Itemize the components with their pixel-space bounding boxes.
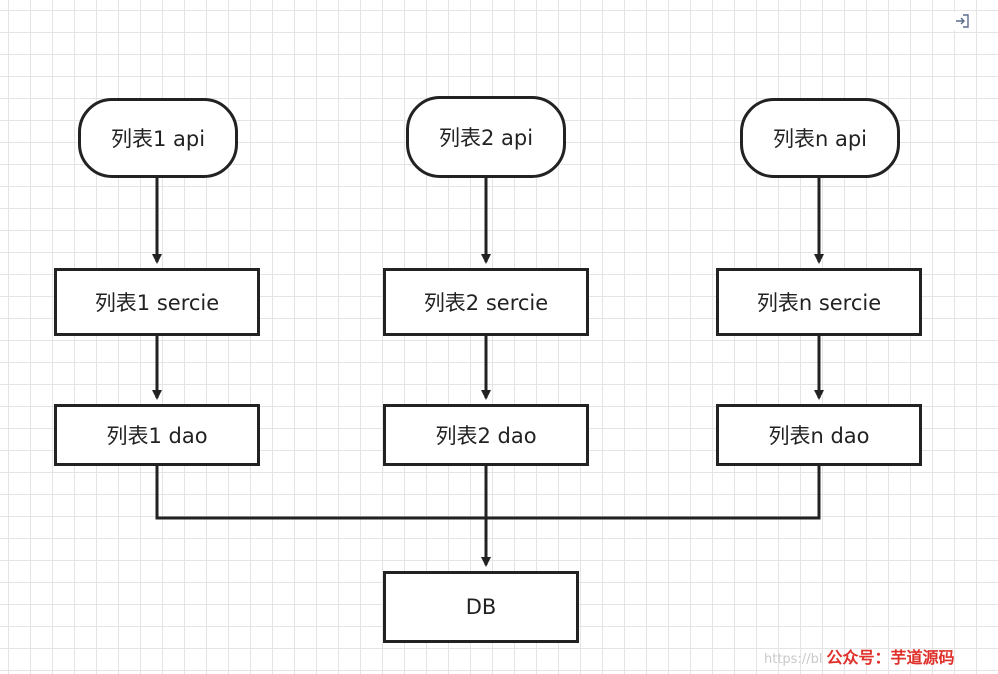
node-service-n: 列表n sercie [716,268,922,336]
node-db: DB [383,571,579,643]
node-dao-n: 列表n dao [716,404,922,466]
node-service-2: 列表2 sercie [383,268,589,336]
node-service-1: 列表1 sercie [54,268,260,336]
connector-dao1-bus [155,466,486,520]
watermark-url: https://bl [764,652,823,667]
node-api-1: 列表1 api [78,98,238,178]
node-dao-2: 列表2 dao [383,404,589,466]
watermark-text: 公众号：芋道源码 [826,648,955,667]
exit-icon[interactable] [953,12,971,30]
connector-daon-bus [486,466,821,520]
node-api-2: 列表2 api [406,96,566,178]
watermark: https://bl 公众号：芋道源码 [764,644,954,668]
exit-icon-glyph [956,14,969,28]
node-dao-1: 列表1 dao [54,404,260,466]
node-api-n: 列表n api [740,98,900,178]
